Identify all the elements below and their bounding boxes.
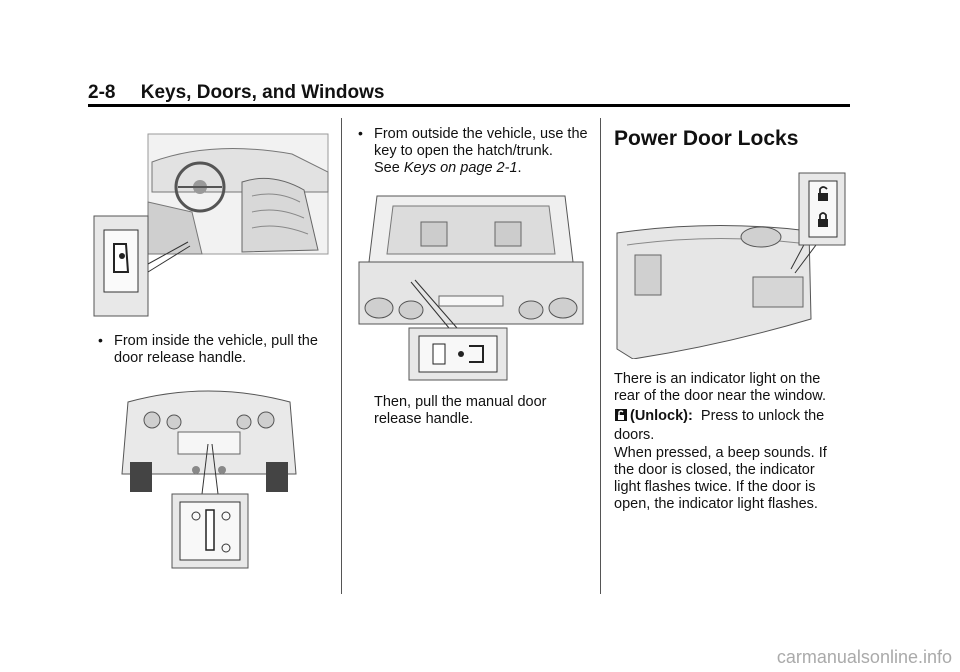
page-header: 2-8 Keys, Doors, and Windows [88, 82, 384, 104]
lock-icon [818, 212, 828, 227]
see-prefix: See [374, 160, 404, 176]
interior-door-release-illustration [93, 133, 329, 317]
hatch-open-illustration [358, 195, 584, 381]
watermark: carmanualsonline.info [776, 647, 952, 667]
step-inside-text: From inside the vehicle, pull the door r… [114, 333, 318, 366]
header-rule [88, 104, 850, 107]
step-inside-release: • From inside the vehicle, pull the door… [98, 332, 329, 367]
beep-paragraph: When pressed, a beep sounds. If the door… [614, 445, 827, 512]
power-door-locks-title: Power Door Locks [614, 127, 799, 150]
see-suffix: . [517, 160, 522, 176]
step-outside-text: From outside the vehicle, use the key to… [374, 126, 588, 159]
unlock-paragraph: (Unlock): Press to unlock the doors. [614, 408, 844, 444]
indicator-light-paragraph: There is an indicator light on the rear … [614, 371, 826, 404]
unlock-icon [614, 408, 628, 427]
section-title: Keys, Doors, and Windows [140, 82, 385, 103]
door-lock-switch-illustration [616, 172, 846, 359]
unlock-label: (Unlock): [630, 408, 693, 424]
step-outside-release: • From outside the vehicle, use the key … [358, 125, 589, 177]
column-divider-1 [341, 118, 342, 594]
see-reference-link[interactable]: Keys on page 2-1 [403, 160, 518, 176]
rear-view-release-illustration [121, 390, 297, 569]
page-number: 2-8 [88, 82, 116, 103]
then-pull-text: Then, pull the manual door release handl… [374, 394, 547, 427]
unlock-description: Press to unlock the doors. [614, 408, 825, 443]
bullet: • [98, 332, 103, 348]
bullet: • [358, 125, 363, 141]
unlock-icon [818, 186, 828, 201]
column-divider-2 [600, 118, 601, 594]
